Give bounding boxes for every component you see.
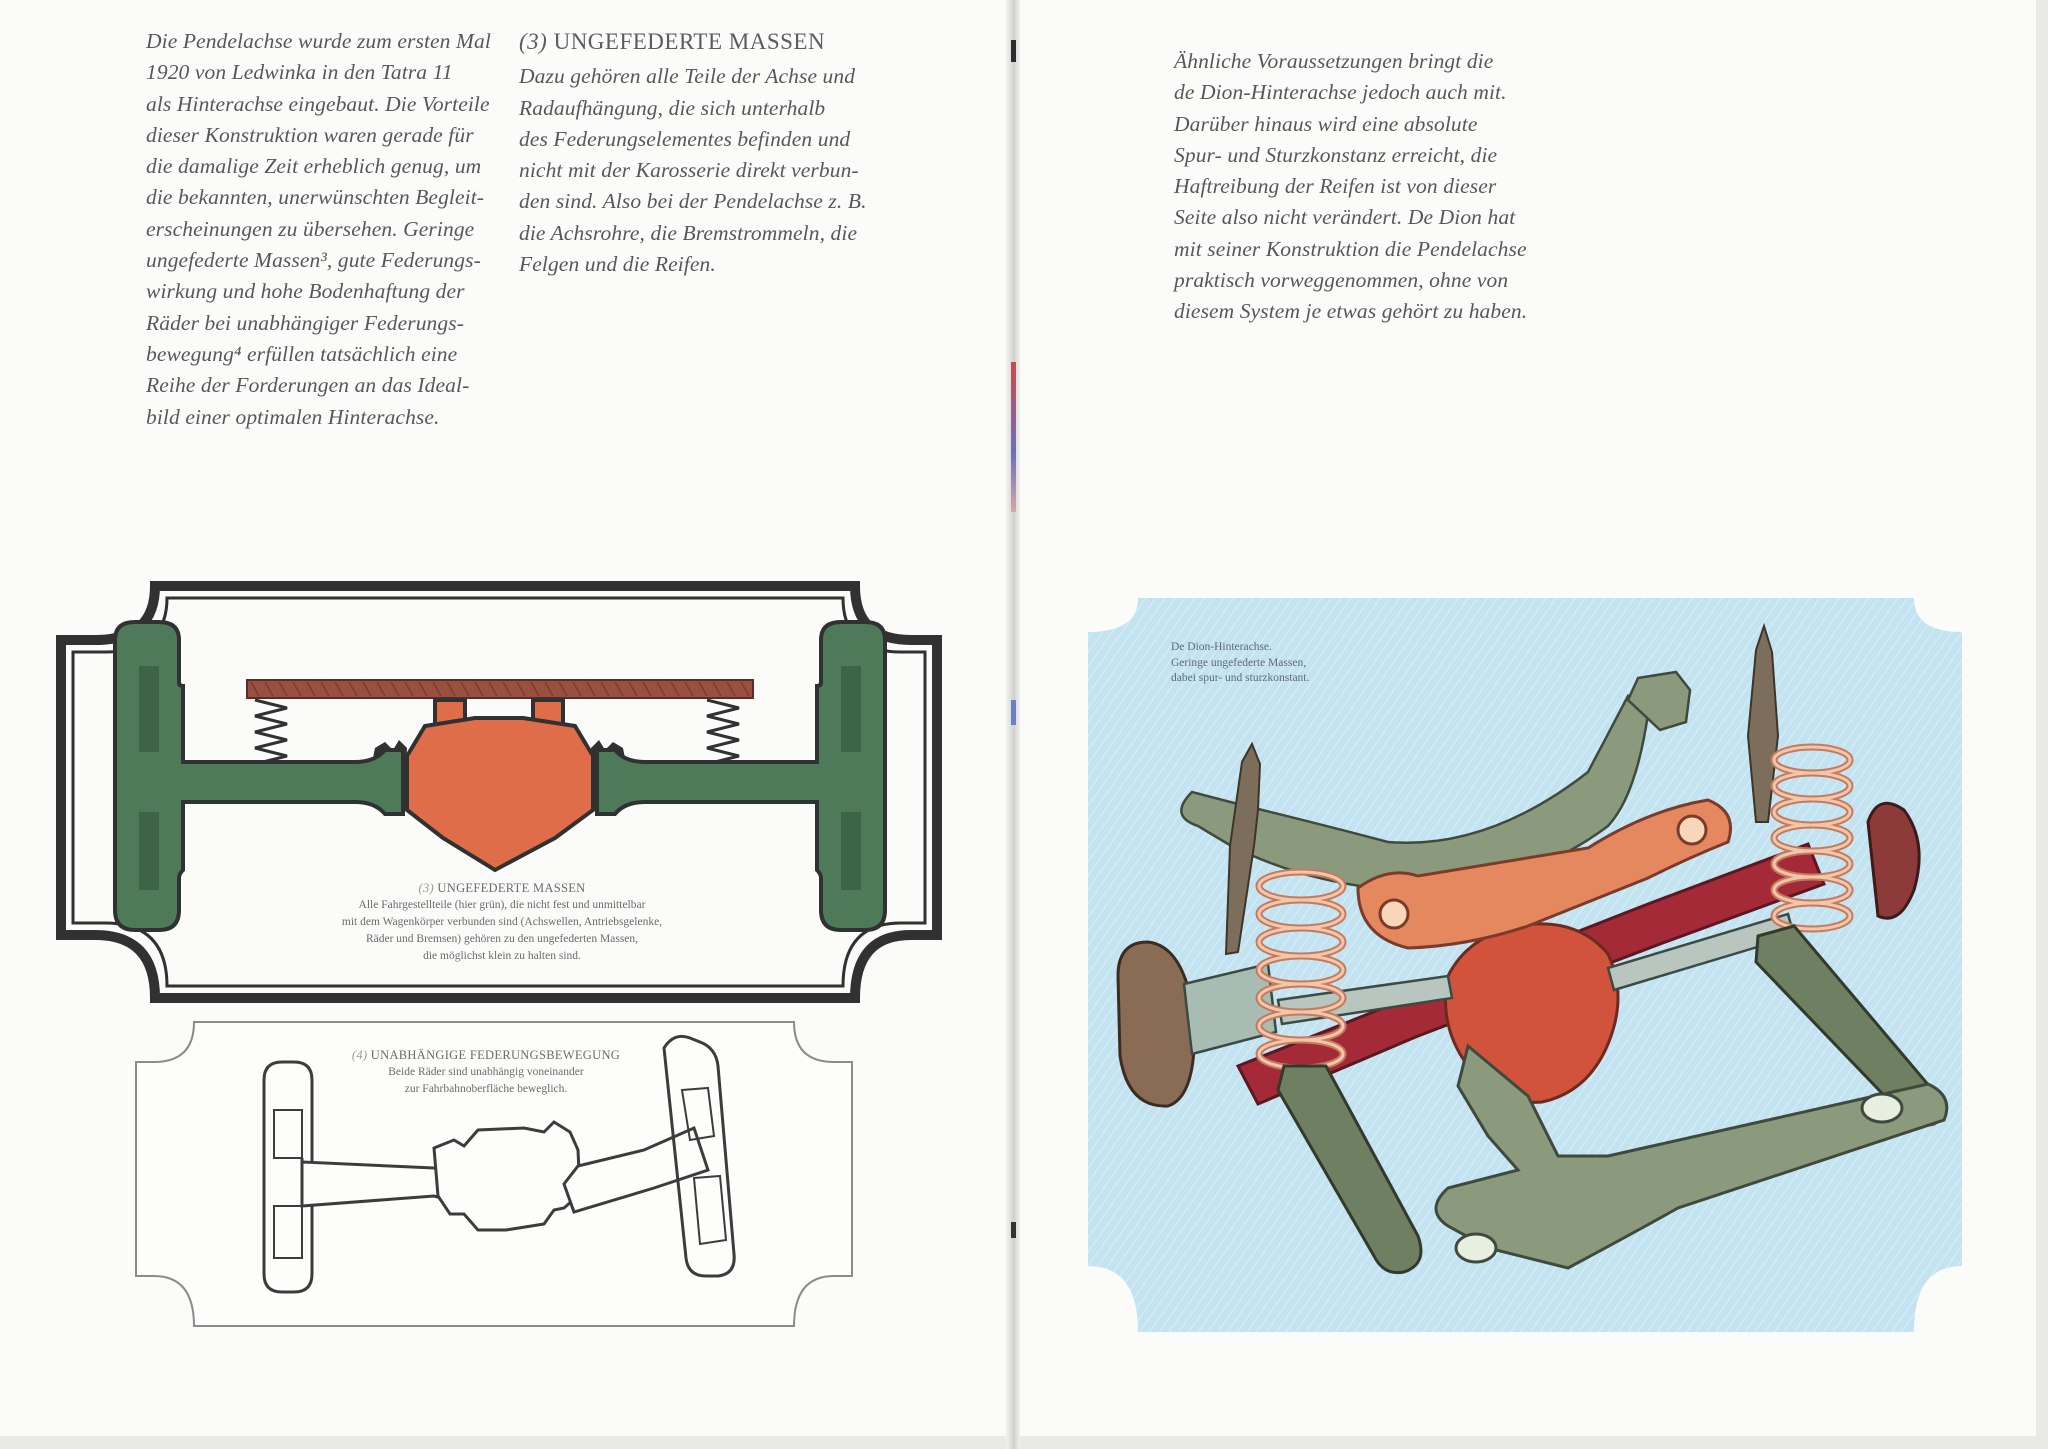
figure-3-unsprung-masses-diagram: [56, 581, 942, 1003]
right-intro-paragraph: Ähnliche Voraussetzungen bringt die de D…: [1174, 49, 1528, 324]
left-half-shaft-and-wheel: [113, 620, 405, 932]
differential-housing: [405, 716, 595, 873]
left-intro-paragraph: Die Pendelachse wurde zum ersten Mal 192…: [146, 29, 491, 429]
figure-4-independent-suspension-diagram: [135, 1021, 853, 1327]
body-plate: [246, 679, 754, 699]
page-edge-mark: [1011, 700, 1016, 725]
left-shock-absorber: [1224, 741, 1262, 956]
figure-3-title: UNGEFEDERTE MASSEN: [437, 881, 586, 895]
figure-3-caption: (3) UNGEFEDERTE MASSEN Alle Fahrgestellt…: [272, 880, 732, 965]
left-trailing-arm: [1276, 1064, 1423, 1275]
left-coil-spring: [254, 698, 288, 766]
figure-3-caption-text: Alle Fahrgestellteile (hier grün), die n…: [341, 899, 663, 962]
right-half-shaft-and-wheel: [595, 620, 887, 932]
right-shaft-outline: [562, 1125, 710, 1214]
figure-3-caption-title: (3) UNGEFEDERTE MASSEN: [272, 880, 732, 897]
page-edge-mark: [1011, 40, 1016, 62]
section-3-paragraph: Dazu gehören alle Teile der Achse und Ra…: [519, 64, 867, 277]
right-brake-drum: [1866, 801, 1921, 920]
page-edge-mark: [1011, 362, 1016, 512]
figure-4-caption: (4) UNABHÄNGIGE FEDERUNGSBEWEGUNG Beide …: [296, 1047, 676, 1098]
upper-crossmember-arm: [1356, 798, 1732, 950]
left-intro-text-block: Die Pendelachse wurde zum ersten Mal 192…: [146, 26, 506, 433]
right-coil-spring: [706, 698, 740, 766]
left-wheel-outline: [262, 1060, 314, 1294]
photo-caption-text: De Dion-Hinterachse. Geringe ungefederte…: [1171, 641, 1310, 684]
photo-caption: De Dion-Hinterachse. Geringe ungefederte…: [1171, 640, 1309, 687]
right-intro-text-block: Ähnliche Voraussetzungen bringt die de D…: [1174, 46, 1574, 328]
right-shock-absorber: [1746, 622, 1780, 823]
figure-4-title: UNABHÄNGIGE FEDERUNGSBEWEGUNG: [370, 1048, 621, 1062]
section-3-number: (3): [519, 29, 548, 54]
right-wheel-outline: [662, 1034, 736, 1278]
figure-4-caption-text: Beide Räder sind unabhängig voneinander …: [388, 1066, 584, 1095]
figure-4-caption-title: (4) UNABHÄNGIGE FEDERUNGSBEWEGUNG: [296, 1047, 676, 1064]
de-dion-rear-axle-illustration: [1088, 598, 1962, 1332]
left-hub-carrier: [1182, 962, 1278, 1056]
section-3-heading-text: UNGEFEDERTE MASSEN: [553, 29, 826, 54]
figure-3-number: (3): [418, 881, 434, 895]
page-edge-mark: [1011, 1222, 1016, 1238]
lower-a-frame: [1434, 1043, 1949, 1270]
section-3-text-block: (3) UNGEFEDERTE MASSEN Dazu gehören alle…: [519, 26, 899, 280]
figure-4-number: (4): [351, 1048, 368, 1062]
section-3-heading: (3) UNGEFEDERTE MASSEN: [519, 26, 899, 57]
